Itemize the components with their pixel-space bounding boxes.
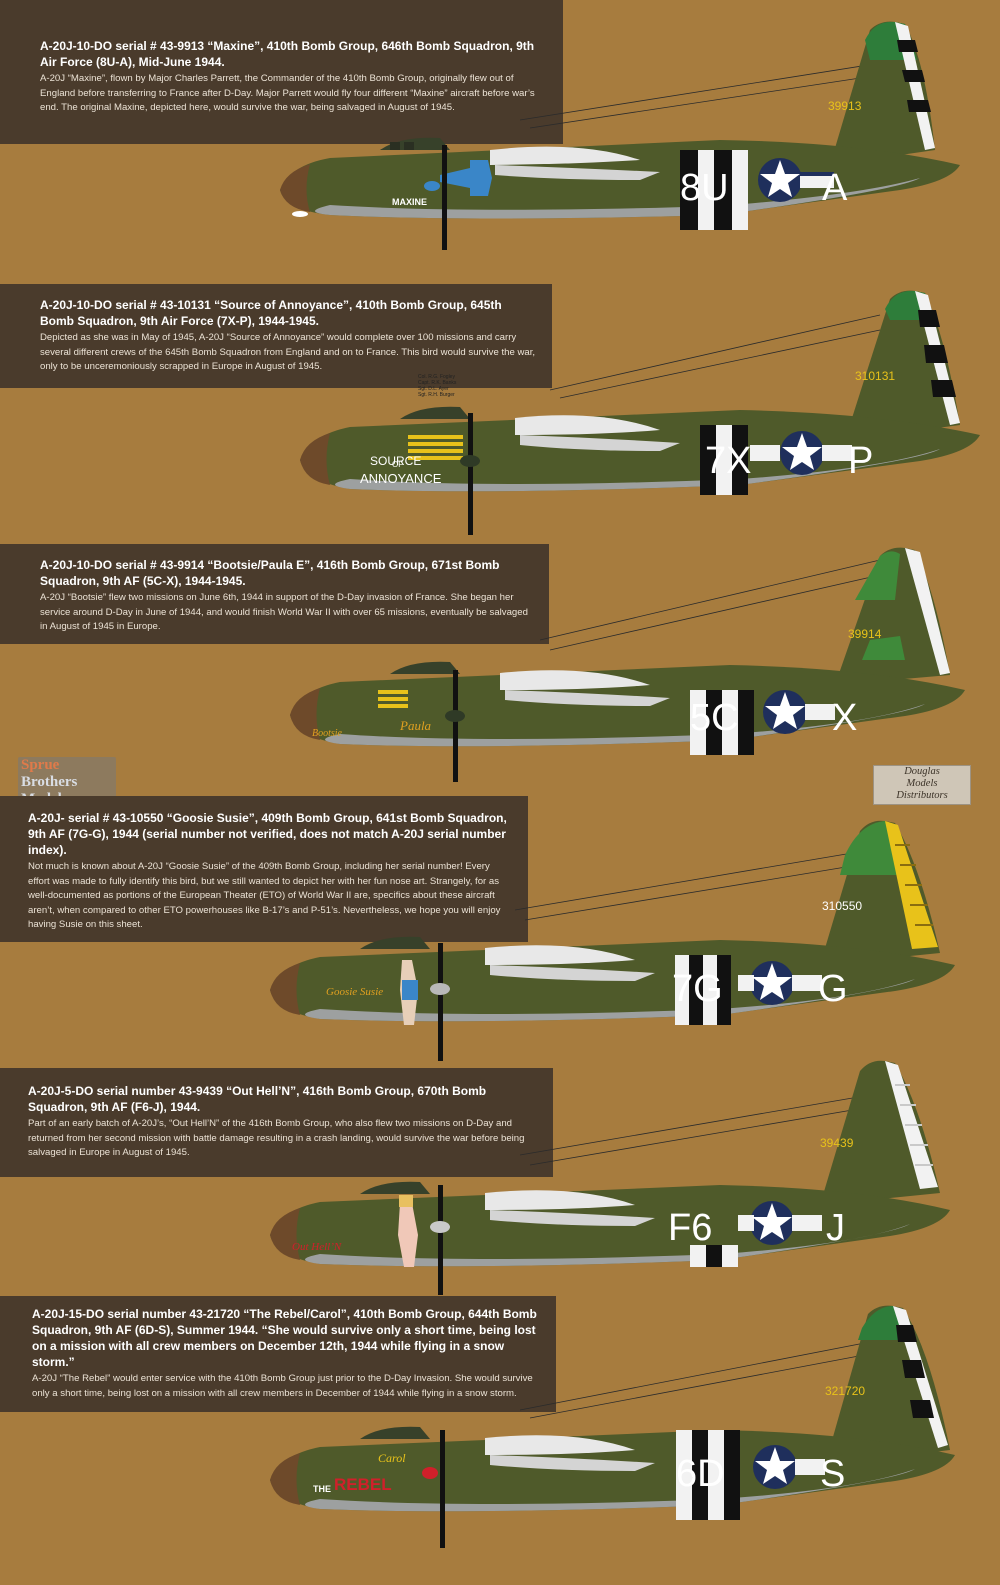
aircraft-3-nose-art-2: Paula <box>399 718 432 733</box>
aircraft-1-drawing: 8U A 39913 MAXINE <box>280 21 960 250</box>
aircraft-2-nose-art-2: OF <box>392 460 403 469</box>
aircraft-3-code-left: 5C <box>690 697 739 739</box>
aircraft-1-nose-art: MAXINE <box>392 197 427 207</box>
aircraft-3-spinner <box>445 710 465 722</box>
aircraft-1-code-left: 8U <box>680 167 729 209</box>
aircraft-5-drawing: F6 J 39439 Out Hell’N <box>270 1060 950 1295</box>
aircraft-4-spinner <box>430 983 450 995</box>
aircraft-2-propeller <box>468 413 473 535</box>
aircraft-1-description: A-20J “Maxine”, flown by Major Charles P… <box>40 73 535 113</box>
aircraft-5-info-panel: A-20J-5-DO serial number 43-9439 “Out He… <box>0 1068 553 1177</box>
aircraft-3-profile: 5C X 39914 Bootsie Paula <box>0 540 1000 790</box>
aircraft-6-spinner <box>422 1467 438 1479</box>
aircraft-4-tail-serial: 310550 <box>822 899 862 913</box>
aircraft-3-tail-serial: 39914 <box>848 627 882 641</box>
aircraft-5-profile: F6 J 39439 Out Hell’N <box>0 1045 1000 1295</box>
aircraft-4-profile: 7G G 310550 Goosie Susie <box>0 815 1000 1065</box>
aircraft-6-nose-art-3: Carol <box>378 1451 406 1465</box>
aircraft-4-nose-art: Goosie Susie <box>326 986 383 998</box>
aircraft-2-drawing: 7X P 310131 SOURCE OF ANNOYANCE <box>300 290 980 535</box>
aircraft-4-code-left: 7G <box>672 968 723 1010</box>
aircraft-1-propeller <box>442 145 447 250</box>
watermark-line: Sprue <box>21 757 60 773</box>
aircraft-2-nose-art-3: ANNOYANCE <box>360 471 442 486</box>
aircraft-6-description: A-20J “The Rebel” would enter service wi… <box>32 1373 533 1399</box>
aircraft-5-title: A-20J-5-DO serial number 43-9439 “Out He… <box>28 1084 487 1114</box>
aircraft-2-code-left: 7X <box>705 440 751 482</box>
crew-line: Capt. R.K. Banks <box>418 380 457 386</box>
aircraft-6-profile: 6D S 321720 THE REBEL Carol <box>0 1300 1000 1550</box>
aircraft-3-description: A-20J “Bootsie” flew two missions on Jun… <box>40 592 528 632</box>
aircraft-4-info-panel: A-20J- serial # 43-10550 “Goosie Susie”,… <box>0 796 528 942</box>
aircraft-2-profile: 7X P 310131 SOURCE OF ANNOYANCE <box>0 285 1000 535</box>
aircraft-6-propeller <box>440 1430 445 1548</box>
aircraft-3-propeller <box>453 670 458 782</box>
aircraft-2-info-panel: A-20J-10-DO serial # 43-10131 “Source of… <box>0 284 552 388</box>
aircraft-1-tail-serial: 39913 <box>828 99 862 113</box>
aircraft-1-title: A-20J-10-DO serial # 43-9913 “Maxine”, 4… <box>40 39 535 69</box>
aircraft-5-propeller <box>438 1185 443 1295</box>
aircraft-3-info-panel: A-20J-10-DO serial # 43-9914 “Bootsie/Pa… <box>0 544 549 644</box>
aircraft-2-tail-serial: 310131 <box>855 369 895 383</box>
aircraft-2-code-right: P <box>848 440 873 482</box>
aircraft-1-spinner <box>440 160 492 196</box>
aircraft-2-crew-list: Col. R.G. Fogley Capt. R.K. Banks Sgt. D… <box>418 374 456 398</box>
crew-line: Sgt. D.L. Ayer <box>418 386 449 392</box>
distributor-line: Distributors <box>896 790 948 801</box>
crew-line: Col. R.G. Fogley <box>418 374 455 380</box>
aircraft-6-nose-art-1: THE <box>313 1484 331 1494</box>
aircraft-5-description: Part of an early batch of A-20J’s, “Out … <box>28 1118 525 1158</box>
aircraft-2-description: Depicted as she was in May of 1945, A-20… <box>40 332 536 372</box>
distributor-line: Douglas <box>904 766 940 777</box>
aircraft-1-code-right: A <box>822 167 848 209</box>
aircraft-2-spinner <box>460 455 480 467</box>
aircraft-4-description: Not much is known about A-20J “Goosie Su… <box>28 861 501 930</box>
aircraft-4-propeller <box>438 943 443 1061</box>
aircraft-5-tail-serial: 39439 <box>820 1136 854 1150</box>
aircraft-6-title: A-20J-15-DO serial number 43-21720 “The … <box>32 1307 537 1369</box>
aircraft-3-title: A-20J-10-DO serial # 43-9914 “Bootsie/Pa… <box>40 558 500 588</box>
distributor-logo: Douglas Models Distributors <box>873 765 971 805</box>
aircraft-6-info-panel: A-20J-15-DO serial number 43-21720 “The … <box>0 1296 556 1412</box>
aircraft-4-drawing: 7G G 310550 Goosie Susie <box>270 820 955 1061</box>
aircraft-2-title: A-20J-10-DO serial # 43-10131 “Source of… <box>40 298 502 328</box>
aircraft-6-drawing: 6D S 321720 THE REBEL Carol <box>270 1305 955 1548</box>
aircraft-1-info-panel: A-20J-10-DO serial # 43-9913 “Maxine”, 4… <box>0 0 563 144</box>
aircraft-2-nose-art-1: SOURCE <box>370 454 421 468</box>
aircraft-6-tail-serial: 321720 <box>825 1384 865 1398</box>
aircraft-3-nose-art: Bootsie <box>312 728 343 739</box>
aircraft-5-nose-art: Out Hell’N <box>292 1241 342 1253</box>
aircraft-5-code-right: J <box>826 1207 845 1249</box>
aircraft-3-drawing: 5C X 39914 Bootsie Paula <box>290 547 965 782</box>
aircraft-1-profile: 8U A 39913 MAXINE <box>0 0 1000 250</box>
aircraft-4-title: A-20J- serial # 43-10550 “Goosie Susie”,… <box>28 811 507 857</box>
watermark-line: Brothers <box>21 774 78 790</box>
aircraft-5-code-left: F6 <box>668 1207 712 1249</box>
aircraft-6-code-right: S <box>820 1453 845 1495</box>
aircraft-6-code-left: 6D <box>676 1453 725 1495</box>
aircraft-3-code-right: X <box>832 697 857 739</box>
distributor-line: Models <box>906 778 938 789</box>
crew-line: Sgt. R.H. Burger <box>418 392 455 398</box>
aircraft-5-spinner <box>430 1221 450 1233</box>
aircraft-6-nose-art-2: REBEL <box>334 1475 392 1494</box>
aircraft-4-code-right: G <box>818 968 848 1010</box>
